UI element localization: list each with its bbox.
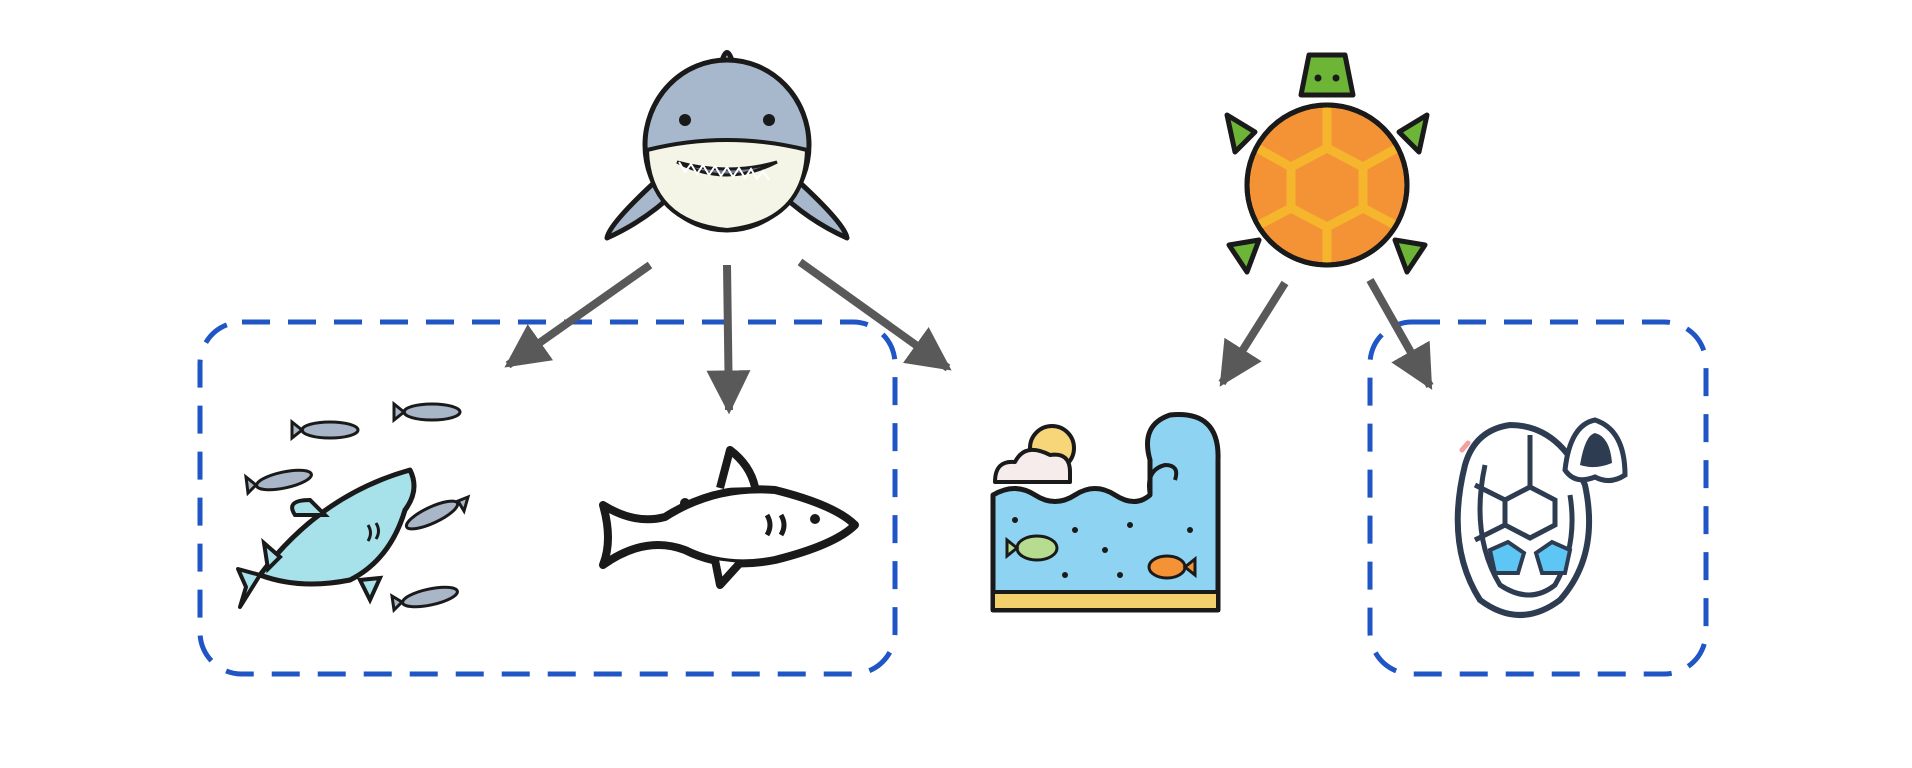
sea-turtle-icon bbox=[1224, 52, 1430, 275]
arrow-shark-to-shark-outline bbox=[706, 264, 751, 415]
arrow-shark-to-fish-school bbox=[504, 261, 653, 369]
shark-group-box bbox=[197, 319, 898, 677]
shark-head-icon bbox=[604, 50, 850, 241]
arrow-turtle-to-nest bbox=[1366, 278, 1434, 390]
small-fish-icons bbox=[244, 400, 471, 614]
arrows bbox=[504, 258, 1434, 415]
shark-with-fish-icon bbox=[236, 400, 471, 614]
ocean-wave-icon bbox=[990, 412, 1221, 613]
shark-outline-icon bbox=[599, 446, 859, 589]
arrow-shark-to-ocean bbox=[797, 258, 952, 372]
turtle-shell-nest-icon bbox=[1454, 417, 1628, 618]
arrow-turtle-to-ocean bbox=[1218, 280, 1289, 387]
